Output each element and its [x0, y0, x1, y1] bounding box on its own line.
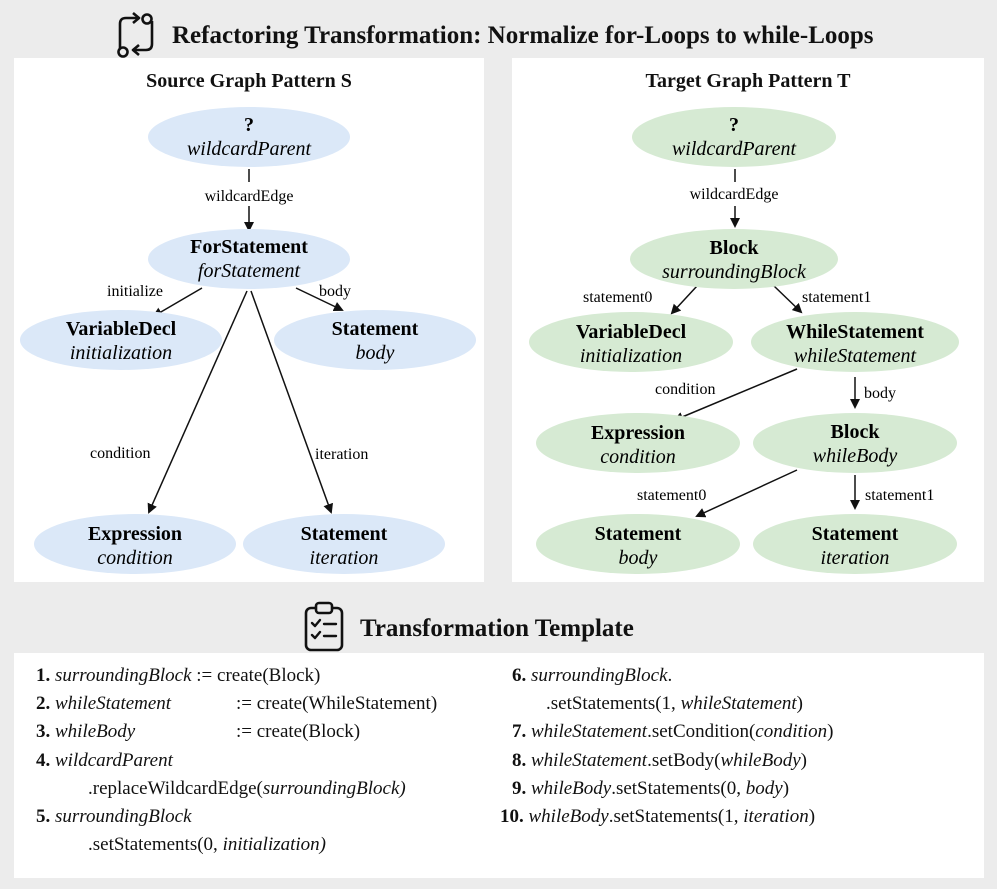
step-2: 2. whileStatement — [36, 693, 172, 714]
step-7: 7. whileStatement.setCondition(condition… — [512, 721, 834, 742]
edge-wildcard-t: wildcardEdge — [690, 169, 779, 228]
svg-text:Statement: Statement — [301, 523, 388, 545]
svg-text:condition: condition — [97, 547, 173, 569]
target-graph: wildcardEdge statement0 statement1 condi… — [529, 107, 959, 574]
step-1: 1. surroundingBlock := create(Block) — [36, 665, 321, 686]
source-pattern-panel: Source Graph Pattern S wildcardEdge init… — [14, 58, 484, 582]
svg-text:Statement: Statement — [595, 523, 682, 545]
edge-label-initialize: initialize — [107, 283, 163, 300]
refactor-arrows-icon — [117, 12, 154, 58]
svg-text:surroundingBlock: surroundingBlock — [662, 261, 807, 283]
step-10: 10. whileBody.setStatements(1, iteration… — [500, 806, 816, 827]
edge-label-wildcard: wildcardEdge — [205, 188, 294, 205]
step-4: 4. wildcardParent — [36, 750, 173, 771]
node-variable-decl: VariableDecl initialization — [20, 310, 222, 370]
step-6-call: .setStatements(1, whileStatement) — [546, 693, 803, 714]
edge-condition: condition — [90, 290, 248, 514]
target-pattern-panel: Target Graph Pattern T wildcardEdge stat… — [512, 58, 984, 582]
svg-text:wildcardParent: wildcardParent — [672, 138, 797, 160]
edge-label-wildcard-t: wildcardEdge — [690, 186, 779, 203]
svg-text:body: body — [356, 342, 395, 364]
svg-text:condition: condition — [600, 446, 676, 468]
node-expression-condition: Expression condition — [34, 514, 236, 574]
edge-label-body-t: body — [864, 385, 896, 402]
edge-label-condition-t: condition — [655, 381, 715, 398]
target-pattern-title: Target Graph Pattern T — [645, 70, 851, 92]
step-3: 3. whileBody — [36, 721, 136, 742]
edge-wildcard: wildcardEdge — [205, 169, 294, 232]
edge-while-statement0: statement0 — [637, 469, 798, 518]
svg-text:forStatement: forStatement — [198, 260, 301, 282]
svg-text:whileBody: whileBody — [813, 445, 898, 467]
svg-text:Block: Block — [831, 421, 881, 443]
svg-text:whileStatement: whileStatement — [794, 345, 917, 367]
svg-text:ForStatement: ForStatement — [190, 236, 308, 258]
node-wildcard-parent: ? wildcardParent — [148, 107, 350, 167]
svg-text:initialization: initialization — [580, 345, 682, 367]
svg-text:body: body — [619, 547, 658, 569]
step-8: 8. whileStatement.setBody(whileBody) — [512, 750, 807, 771]
step-9: 9. whileBody.setStatements(0, body) — [512, 778, 790, 799]
node-statement-body: Statement body — [274, 310, 476, 370]
edge-label-statement0: statement0 — [583, 289, 652, 306]
edge-statement1: statement1 — [773, 285, 871, 314]
edge-while-statement1: statement1 — [850, 475, 934, 510]
svg-text:Block: Block — [710, 237, 760, 259]
svg-text:Statement: Statement — [332, 318, 419, 340]
template-title: Transformation Template — [360, 615, 634, 642]
title-row: Refactoring Transformation: Normalize fo… — [0, 6, 997, 58]
step-6: 6. surroundingBlock. — [512, 665, 673, 686]
node-for-statement: ForStatement forStatement — [148, 229, 350, 289]
source-pattern-title: Source Graph Pattern S — [146, 70, 352, 92]
node-statement-iteration: Statement iteration — [243, 514, 445, 574]
node-while-statement: WhileStatement whileStatement — [751, 312, 959, 372]
step-4-call: .replaceWildcardEdge(surroundingBlock) — [88, 778, 406, 799]
edge-body: body — [295, 283, 351, 312]
node-wildcard-parent-t: ? wildcardParent — [632, 107, 836, 167]
step-2-op: := create(WhileStatement) — [236, 693, 438, 714]
template-box — [14, 653, 984, 878]
node-statement-iteration-t: Statement iteration — [753, 514, 957, 574]
node-variable-decl-t: VariableDecl initialization — [529, 312, 733, 372]
edge-body-t: body — [850, 377, 896, 409]
svg-text:wildcardParent: wildcardParent — [187, 138, 312, 160]
edge-label-condition: condition — [90, 445, 150, 462]
svg-text:Expression: Expression — [591, 422, 685, 444]
svg-text:?: ? — [244, 114, 254, 136]
svg-text:VariableDecl: VariableDecl — [66, 318, 177, 340]
svg-text:iteration: iteration — [821, 547, 890, 569]
node-surrounding-block: Block surroundingBlock — [630, 229, 838, 289]
template-header: Transformation Template — [0, 597, 997, 653]
edge-label-while-statement1: statement1 — [865, 487, 934, 504]
svg-text:iteration: iteration — [310, 547, 379, 569]
step-5-call: .setStatements(0, initialization) — [88, 834, 327, 855]
page-title: Refactoring Transformation: Normalize fo… — [172, 22, 874, 49]
svg-text:Expression: Expression — [88, 523, 182, 545]
edge-statement0: statement0 — [583, 285, 698, 315]
edge-initialize: initialize — [107, 283, 203, 318]
edge-label-statement1: statement1 — [802, 289, 871, 306]
source-graph: wildcardEdge initialize body condition i… — [20, 107, 476, 574]
edge-label-while-statement0: statement0 — [637, 487, 706, 504]
node-while-body: Block whileBody — [753, 413, 957, 473]
svg-text:WhileStatement: WhileStatement — [786, 321, 924, 343]
svg-text:Statement: Statement — [812, 523, 899, 545]
edge-label-body: body — [319, 283, 351, 300]
svg-text:VariableDecl: VariableDecl — [576, 321, 687, 343]
node-statement-body-t: Statement body — [536, 514, 740, 574]
step-3-op: := create(Block) — [236, 721, 361, 742]
svg-text:initialization: initialization — [70, 342, 172, 364]
step-5: 5. surroundingBlock — [36, 806, 192, 827]
edge-condition-t: condition — [655, 368, 798, 422]
edge-label-iteration: iteration — [315, 446, 368, 463]
svg-text:?: ? — [729, 114, 739, 136]
clipboard-checklist-icon — [304, 601, 344, 652]
node-expression-condition-t: Expression condition — [536, 413, 740, 473]
edge-iteration: iteration — [250, 290, 368, 514]
